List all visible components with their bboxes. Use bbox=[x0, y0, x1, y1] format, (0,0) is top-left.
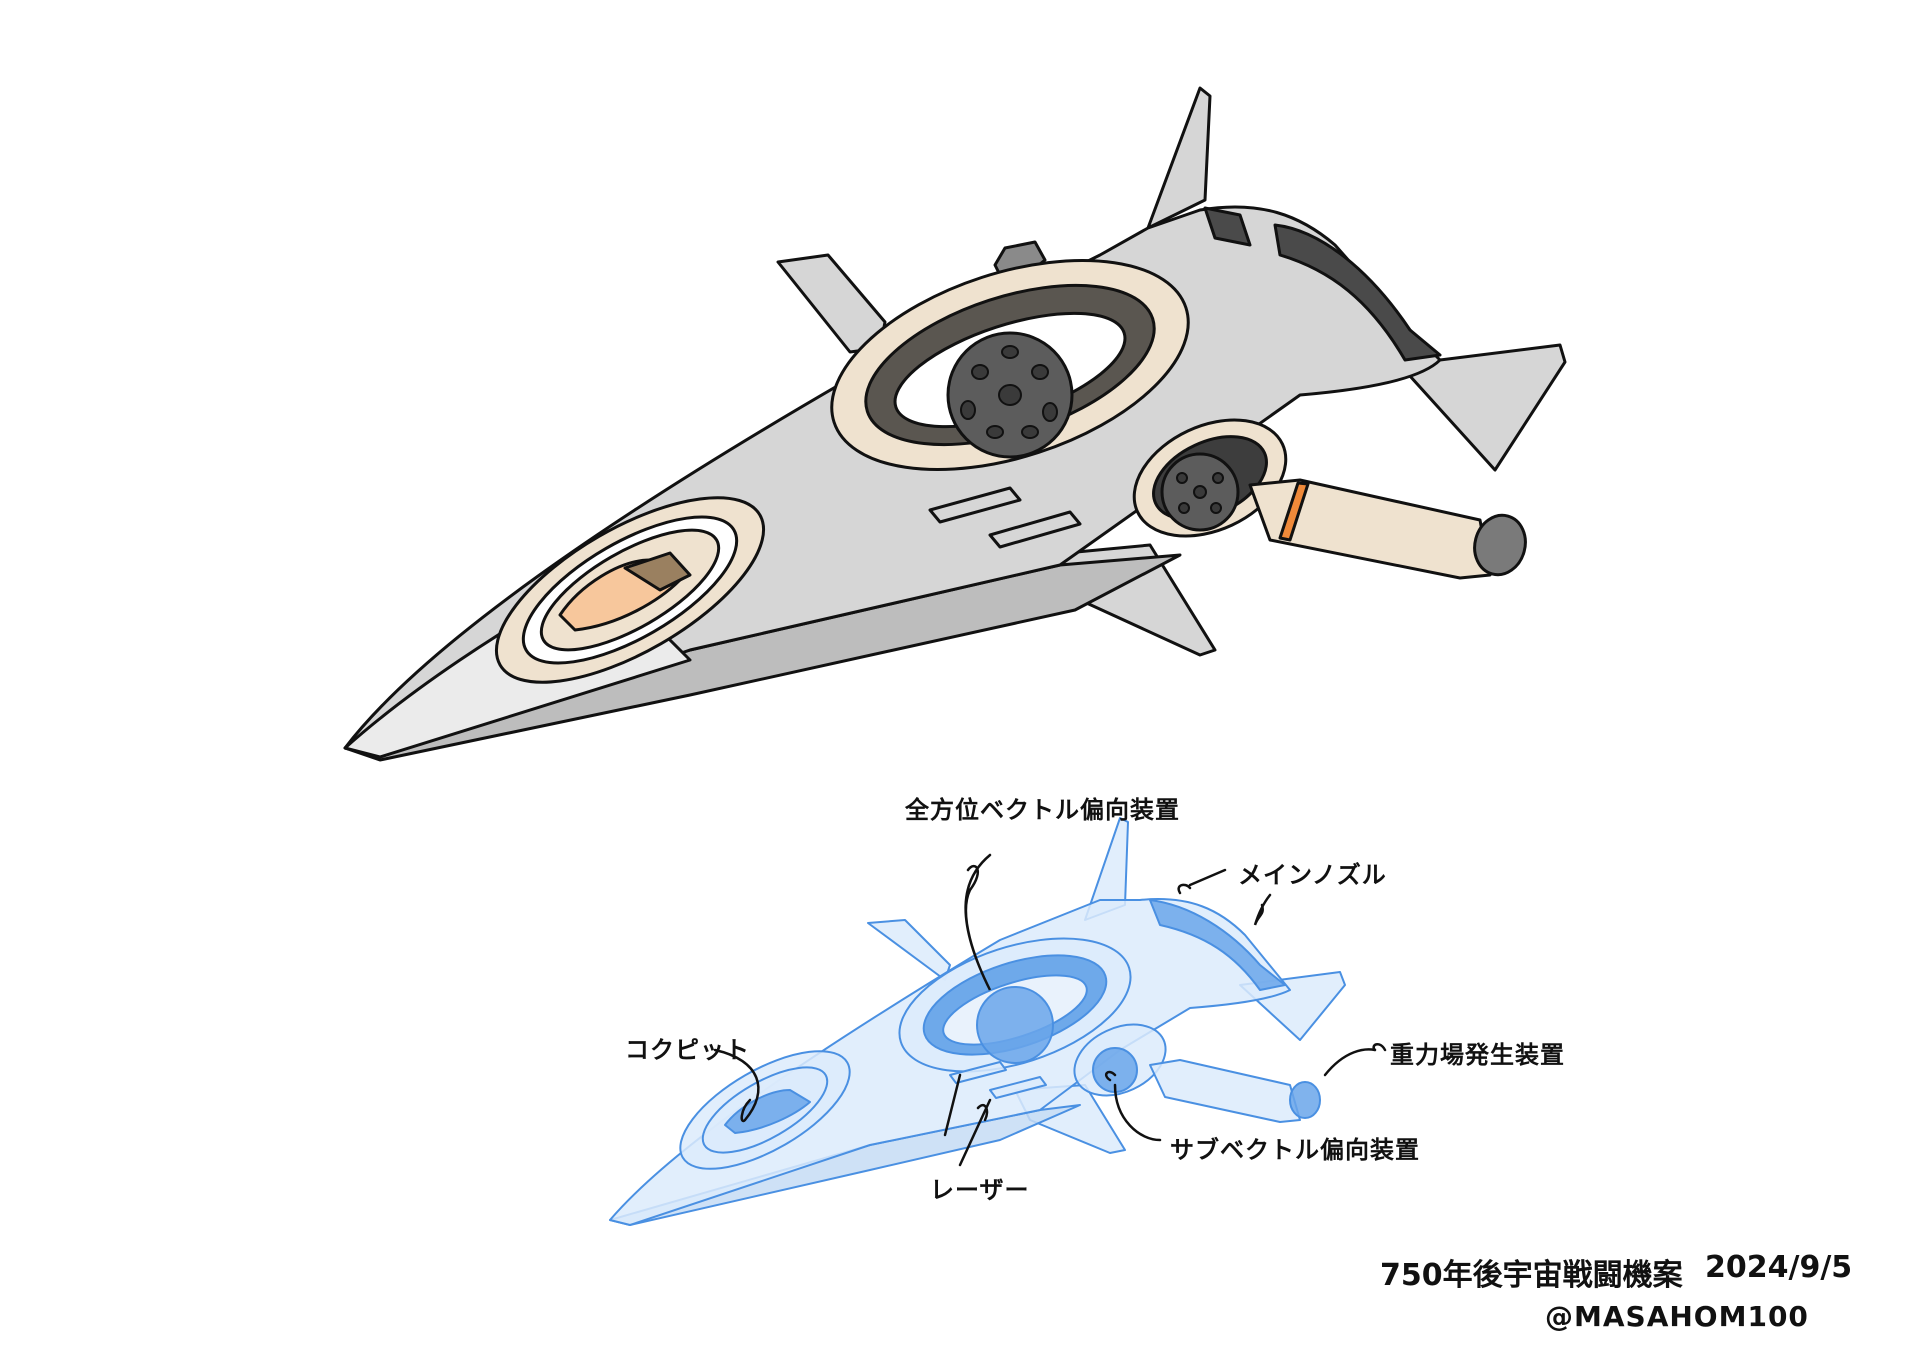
bp-laser-1 bbox=[949, 1061, 1007, 1084]
callout-cockpit bbox=[713, 1048, 760, 1123]
artwork-date: 2024/9/5 bbox=[1705, 1250, 1853, 1285]
bp-gravity-end bbox=[1289, 1081, 1321, 1119]
callout-main-nozzle bbox=[1177, 868, 1227, 895]
callout-sub-vector bbox=[1104, 1070, 1162, 1142]
gravity-pod-stripe bbox=[1278, 481, 1310, 542]
bp-nozzle-band bbox=[1149, 899, 1286, 991]
laser-port-1 bbox=[928, 486, 1022, 524]
main-nozzle-band-2 bbox=[1203, 206, 1252, 247]
main-nozzle-band bbox=[1273, 223, 1442, 362]
label-omnidirectional-vector-device: 全方位ベクトル偏向装置 bbox=[905, 796, 1180, 824]
gravity-pod-end bbox=[1473, 513, 1527, 577]
bp-gravity-pod bbox=[1149, 1059, 1301, 1123]
space-fighter-color bbox=[343, 86, 1567, 762]
callout-vector-main bbox=[964, 853, 992, 991]
bp-left-fin bbox=[867, 919, 951, 981]
sub-sphere-holes bbox=[1176, 472, 1224, 514]
bp-laser-2 bbox=[989, 1076, 1047, 1099]
gravity-pod bbox=[1248, 478, 1492, 580]
left-rear-fin bbox=[776, 253, 887, 354]
callout-gravity bbox=[1323, 1043, 1387, 1077]
right-rear-fin bbox=[1398, 343, 1567, 472]
label-cockpit: コクピット bbox=[625, 1036, 750, 1064]
laser-port-2 bbox=[988, 510, 1082, 549]
callout-main-nozzle-2 bbox=[1253, 893, 1272, 926]
label-gravity-field-generator: 重力場発生装置 bbox=[1390, 1041, 1565, 1069]
top-fin bbox=[1146, 86, 1212, 230]
space-fighter-blueprint bbox=[609, 817, 1346, 1226]
label-sub-vector-device: サブベクトル偏向装置 bbox=[1170, 1136, 1420, 1164]
label-main-nozzle: メインノズル bbox=[1238, 861, 1387, 889]
artwork-title: 750年後宇宙戦闘機案 bbox=[1380, 1258, 1683, 1293]
cockpit-canopy-rear bbox=[623, 551, 692, 592]
bp-main-sphere bbox=[976, 986, 1054, 1064]
label-laser: レーザー bbox=[930, 1176, 1030, 1204]
sphere-holes bbox=[960, 345, 1058, 439]
callout-lines bbox=[713, 853, 1387, 1167]
callout-laser bbox=[943, 1073, 992, 1167]
artist-handle: @MASAHOM100 bbox=[1545, 1300, 1809, 1333]
